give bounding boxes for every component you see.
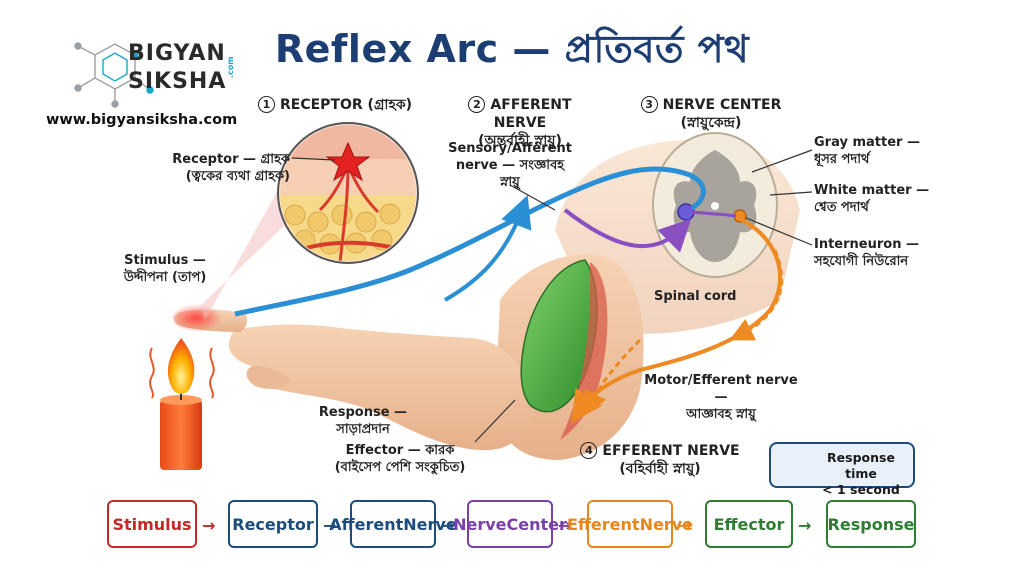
flow-step-stimulus: Stimulus	[107, 500, 197, 548]
label-spinal-cord: Spinal cord	[654, 288, 737, 305]
label-stimulus: Stimulus —উদ্দীপনা (তাপ)	[110, 252, 220, 286]
label-gray-matter: Gray matter —ধূসর পদার্থ	[814, 134, 920, 168]
flow-step-label: Stimulus	[112, 515, 191, 534]
flow-step-label: Response	[828, 515, 915, 534]
brand-line1: BIGYAN	[128, 42, 226, 66]
heat-glow	[170, 304, 222, 332]
receptor-closeup	[278, 123, 418, 265]
flow-step-label: Effector	[714, 515, 785, 534]
flow-step-label: Nerve	[453, 515, 506, 534]
flow-step-receptor: Receptor	[228, 500, 318, 548]
response-time-box: Response time< 1 second	[769, 442, 915, 488]
flow-arrow: →	[798, 516, 811, 535]
flow-step-label: Afferent	[329, 515, 403, 534]
label-motor-nerve: Motor/Efferent nerve —আজ্ঞাবহ স্নায়ু	[636, 372, 806, 423]
response-time-text: Response time< 1 second	[811, 450, 911, 498]
label-effector: Effector — কারক(বাইসেপ পেশি সংকুচিত)	[320, 442, 480, 476]
label-white-matter: White matter —শ্বেত পদার্থ	[814, 182, 929, 216]
spinal-cord	[653, 133, 777, 277]
website-url: www.bigyansiksha.com	[46, 112, 237, 128]
flow-step-response: Response	[826, 500, 916, 548]
flame-icon	[168, 338, 194, 394]
candle	[160, 392, 202, 470]
brand-line2: SIKSHA	[128, 70, 226, 94]
flow-step-label: Receptor	[232, 515, 314, 534]
flow-step-effector: Effector	[705, 500, 793, 548]
brand-tld: .com	[226, 56, 235, 78]
flow-arrow: →	[678, 516, 691, 535]
flow-step-label: Efferent	[567, 515, 640, 534]
label-receptor: Receptor — গ্রাহক(ত্বকের ব্যথা গ্রাহক)	[140, 151, 290, 185]
label-interneuron: Interneuron —সহযোগী নিউরোন	[814, 236, 919, 270]
label-response: Response —সাড়াপ্রদান	[318, 404, 408, 438]
flow-arrow: →	[202, 516, 215, 535]
